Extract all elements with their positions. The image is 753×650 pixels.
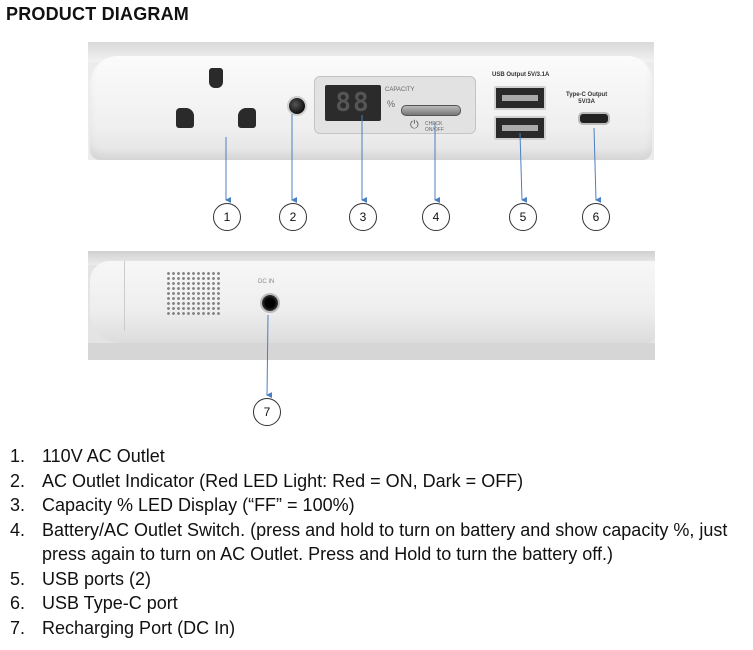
- callout-6: 6: [582, 203, 610, 231]
- legend-number: 4.: [10, 519, 26, 540]
- legend-text: Recharging Port (DC In): [42, 617, 236, 638]
- callout-7: 7: [253, 398, 281, 426]
- usb-output-label: USB Output 5V/3.1A: [492, 72, 550, 78]
- legend-text: 110V AC Outlet: [42, 446, 165, 466]
- device-front-photo: 88 CAPACITY % ⏻ CHECK ON/OFF USB Output …: [88, 42, 654, 160]
- capacity-label: CAPACITY: [385, 87, 415, 93]
- legend-text: AC Outlet Indicator (Red LED Light: Red …: [42, 470, 524, 491]
- legend-number: 2.: [10, 470, 26, 491]
- legend-item: 1. 110V AC Outlet: [10, 444, 750, 469]
- typec-label-line2: 5V/3A: [578, 99, 595, 105]
- dc-in-port: [260, 293, 280, 313]
- legend-number: 1.: [10, 446, 26, 466]
- legend-number: 6.: [10, 593, 26, 613]
- capacity-display-panel: 88 CAPACITY % ⏻ CHECK ON/OFF: [314, 76, 476, 134]
- capacity-led-display: 88: [325, 85, 381, 121]
- ac-outlet-right-slot: [238, 108, 256, 128]
- legend-text: Capacity % LED Display (“FF” = 100%): [42, 495, 355, 515]
- legend-item: 5. USB ports (2): [10, 567, 750, 592]
- device-side-photo: DC IN: [88, 251, 655, 360]
- legend-number: 7.: [10, 617, 26, 638]
- legend-item: 6. USB Type-C port: [10, 591, 750, 616]
- legend-item: 4. Battery/AC Outlet Switch. (press and h…: [10, 518, 750, 567]
- legend-item: 7. Recharging Port (DC In): [10, 616, 750, 641]
- legend-item: 3. Capacity % LED Display (“FF” = 100%): [10, 493, 750, 518]
- callout-4: 4: [422, 203, 450, 231]
- ac-outlet-ground-slot: [209, 68, 223, 88]
- legend-number: 3.: [10, 495, 26, 515]
- callout-3: 3: [349, 203, 377, 231]
- component-legend: 1. 110V AC Outlet 2. AC Outlet Indicator (…: [10, 444, 750, 640]
- legend-number: 5.: [10, 568, 26, 589]
- usb-port-2: [494, 116, 546, 140]
- page-title: PRODUCT DIAGRAM: [6, 4, 189, 24]
- legend-text: USB ports (2): [42, 568, 152, 589]
- device-side-bottom: [88, 343, 655, 360]
- typec-output-label: Type-C Output 5V/3A: [566, 92, 607, 106]
- device-side-seam: [124, 261, 125, 331]
- power-icon: ⏻: [410, 119, 419, 131]
- legend-item: 2. AC Outlet Indicator (Red LED Light: Re…: [10, 469, 750, 494]
- check-on-off-label: CHECK ON/OFF: [425, 121, 444, 133]
- battery-ac-switch: [401, 105, 461, 116]
- callout-5: 5: [509, 203, 537, 231]
- legend-text: Battery/AC Outlet Switch. (press and hol…: [42, 519, 728, 565]
- ac-outlet-indicator-led: [287, 96, 307, 116]
- legend-text: USB Type-C port: [42, 593, 178, 613]
- usb-port-1: [494, 86, 546, 110]
- percent-label: %: [387, 99, 396, 109]
- usb-typec-port: [578, 112, 610, 125]
- callout-1: 1: [213, 203, 241, 231]
- typec-label-line1: Type-C Output: [566, 92, 608, 98]
- dc-in-label: DC IN: [258, 279, 275, 285]
- callout-2: 2: [279, 203, 307, 231]
- vent-grill: [166, 271, 220, 315]
- ac-outlet-left-slot: [176, 108, 194, 128]
